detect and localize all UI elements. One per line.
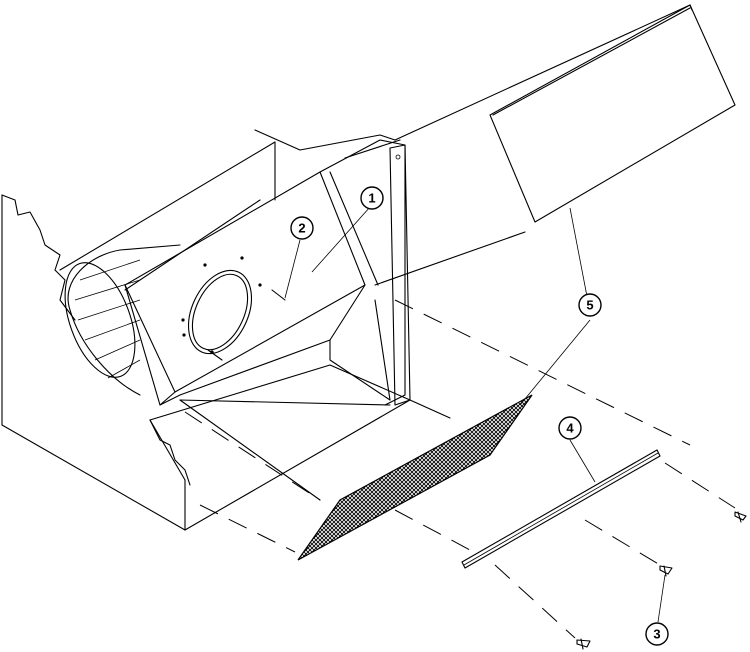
grille bbox=[297, 394, 533, 561]
callout-2-label: 2 bbox=[298, 221, 305, 236]
leader-lines bbox=[284, 206, 666, 623]
screw-middle bbox=[659, 565, 673, 577]
screw-bottom bbox=[576, 638, 591, 650]
callout-3: 3 bbox=[645, 622, 669, 646]
screws bbox=[576, 511, 747, 650]
callout-4: 4 bbox=[558, 416, 582, 440]
cabinet-housing bbox=[1, 4, 691, 531]
blower-wheel bbox=[64, 244, 181, 396]
callout-2: 2 bbox=[290, 216, 314, 240]
callout-1: 1 bbox=[360, 186, 384, 210]
callout-3-label: 3 bbox=[653, 627, 660, 642]
callout-5-label: 5 bbox=[586, 298, 593, 313]
retaining-strip bbox=[461, 449, 661, 569]
callout-4-label: 4 bbox=[566, 421, 574, 436]
screw-right bbox=[734, 511, 747, 523]
air-filter bbox=[489, 4, 736, 223]
callout-1-label: 1 bbox=[368, 191, 375, 206]
alignment-lines bbox=[184, 299, 736, 639]
lower-tray bbox=[149, 364, 451, 501]
callout-5: 5 bbox=[578, 293, 602, 317]
blower-housing-panel bbox=[124, 139, 406, 406]
side-bracket bbox=[329, 144, 411, 406]
